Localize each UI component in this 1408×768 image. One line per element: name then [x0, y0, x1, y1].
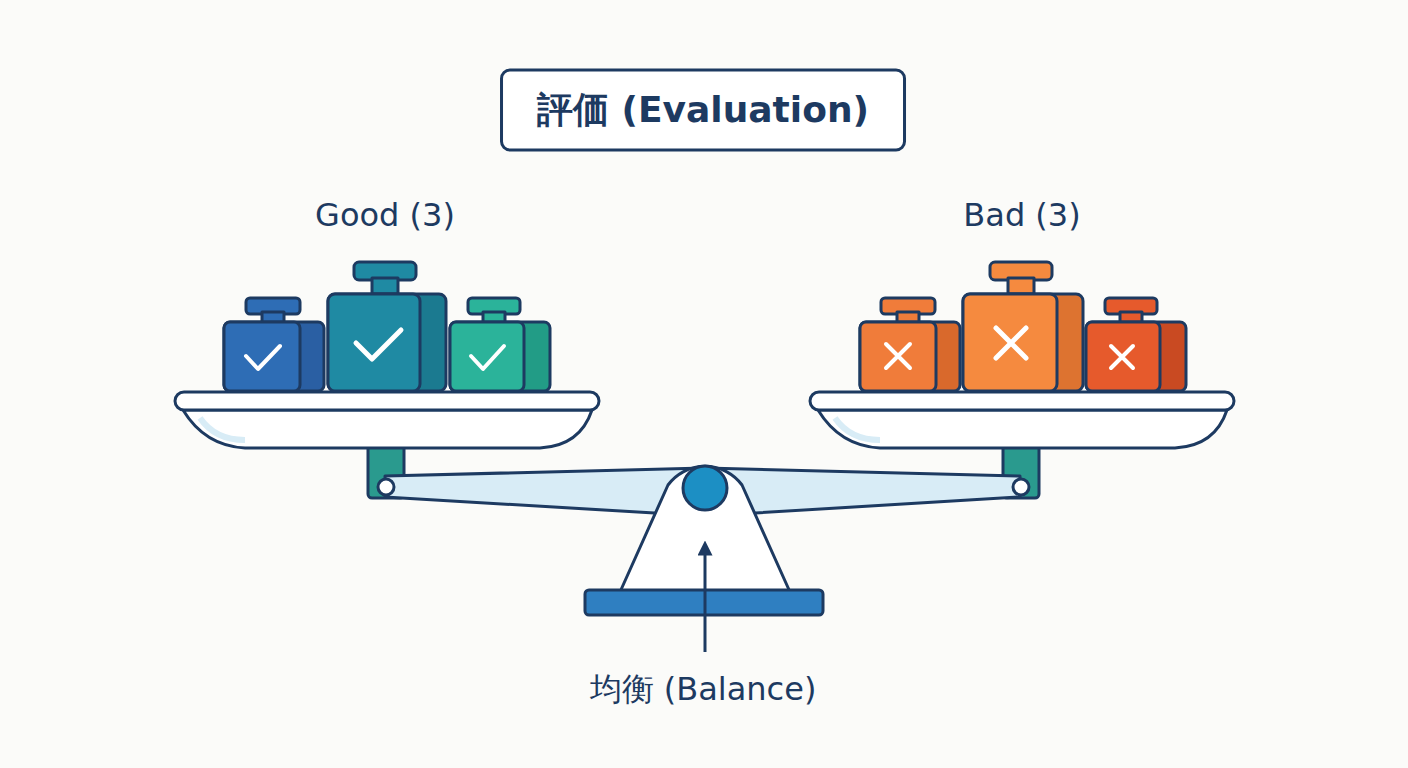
pan-label: Good (3): [315, 196, 455, 234]
pan-label: Bad (3): [963, 196, 1080, 234]
title: 評価 (Evaluation): [500, 69, 906, 152]
pointer-arrow: [704, 548, 707, 652]
scale-pan: [175, 392, 1234, 448]
pivot: [683, 466, 727, 510]
good-weight: [224, 262, 550, 391]
bad-weight: [860, 262, 1186, 391]
pivot-label: 均衡 (Balance): [590, 668, 817, 712]
